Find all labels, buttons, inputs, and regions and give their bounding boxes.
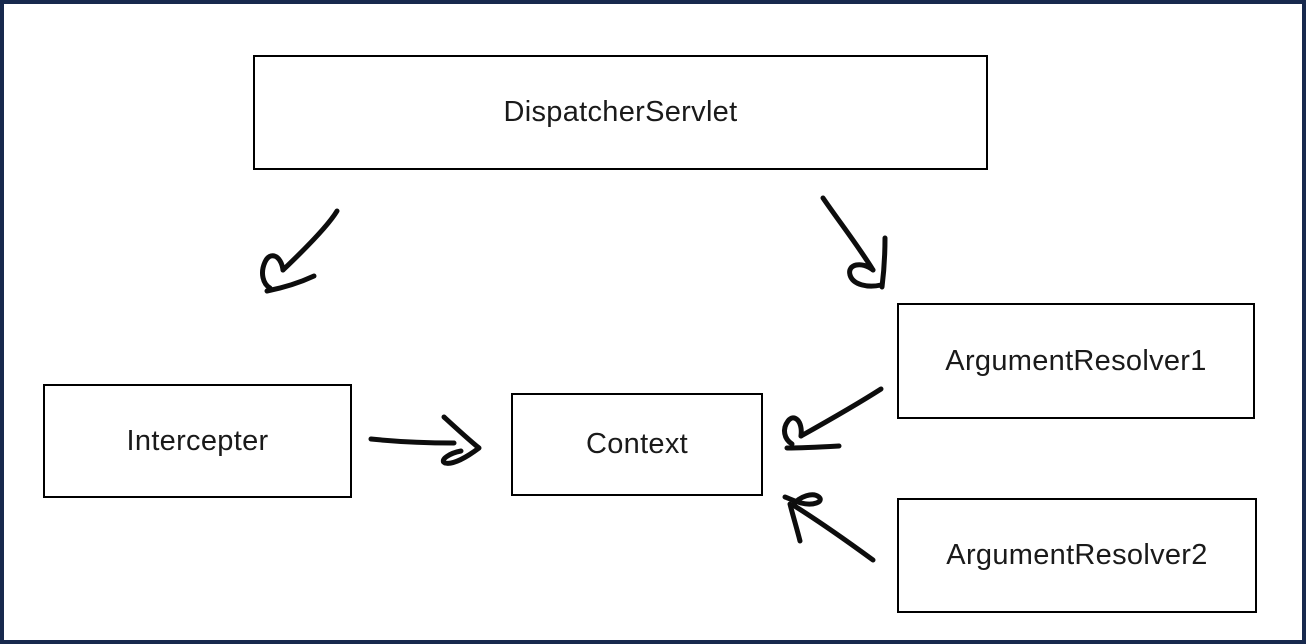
arrow-intercepter-to-context bbox=[368, 414, 482, 466]
node-argument-resolver-2: ArgumentResolver2 bbox=[897, 498, 1257, 613]
node-dispatcher-servlet-label: DispatcherServlet bbox=[503, 96, 738, 128]
arrow-dispatcher-to-intercepter bbox=[260, 208, 340, 294]
node-intercepter-label: Intercepter bbox=[126, 424, 269, 457]
node-dispatcher-servlet: DispatcherServlet bbox=[253, 55, 988, 170]
arrow-dispatcher-to-argresolver1 bbox=[820, 195, 888, 290]
node-argument-resolver-1: ArgumentResolver1 bbox=[897, 303, 1255, 419]
node-context: Context bbox=[511, 393, 763, 496]
node-argument-resolver-2-label: ArgumentResolver2 bbox=[946, 539, 1208, 571]
node-context-label: Context bbox=[585, 428, 689, 460]
arrow-argresolver1-to-context bbox=[782, 386, 884, 451]
arrow-argresolver2-to-context bbox=[782, 492, 876, 563]
node-argument-resolver-1-label: ArgumentResolver1 bbox=[945, 344, 1207, 377]
node-intercepter: Intercepter bbox=[43, 384, 352, 498]
